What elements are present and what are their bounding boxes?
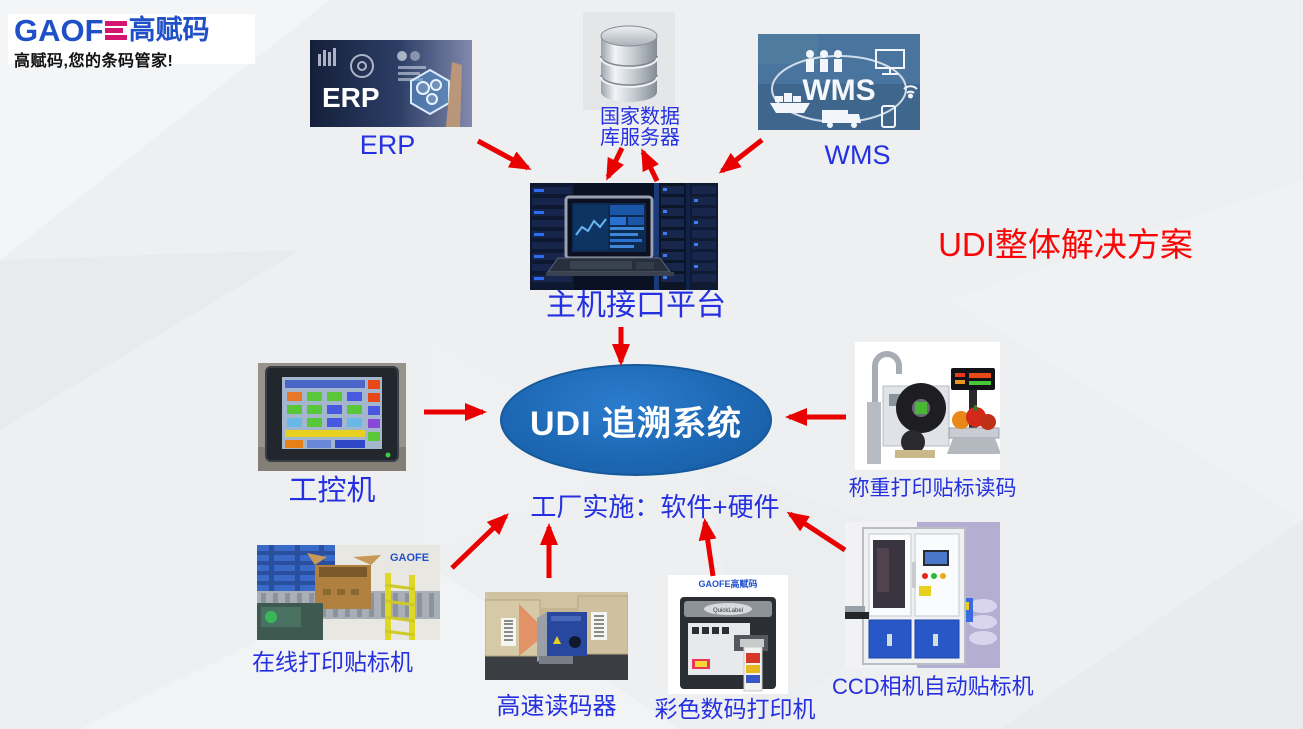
database-label: 国家数据 库服务器 <box>600 106 680 149</box>
scanner-image <box>484 592 629 685</box>
industrial-pc-image <box>258 363 406 476</box>
laser-beam <box>519 604 541 656</box>
truck-icon <box>822 110 861 128</box>
logo-bars-icon <box>104 19 127 42</box>
wms-image: WMS <box>758 34 920 135</box>
scanner-label: 高速读码器 <box>496 693 617 720</box>
kiaro-logo <box>692 659 710 669</box>
factory-subtitle: 工厂实施：软件+硬件 <box>530 492 780 522</box>
page-title: UDI整体解决方案 <box>938 226 1193 263</box>
monitor-icon <box>875 49 905 75</box>
erp-image-text: ERP <box>322 82 380 113</box>
host-server-image <box>530 183 718 295</box>
gear-icon <box>350 54 374 78</box>
printer-brand-text: QuickLabel <box>713 608 743 614</box>
barcode-label-left <box>501 618 516 646</box>
company-logo: GAOF 高赋码 高赋码,您的条码管家! <box>8 12 255 70</box>
weighing-labeler-image <box>855 342 1001 475</box>
conveyor-logo-text: GAOFE <box>390 552 429 564</box>
printer-machine <box>257 603 323 640</box>
host-label: 主机接口平台 <box>546 289 726 322</box>
erp-image: ERP <box>310 40 472 132</box>
online-labeler-label: 在线打印贴标机 <box>252 649 413 675</box>
peppers <box>952 405 996 430</box>
database-icon <box>583 12 675 115</box>
phone-icon <box>881 105 896 128</box>
logo-brand-text: GAOF <box>14 12 104 48</box>
udi-system-label: UDI 追溯系统 <box>530 404 742 443</box>
logo-brand-cn: 高赋码 <box>128 14 210 45</box>
ship-icon <box>770 93 810 113</box>
kvm-console <box>546 195 674 276</box>
side-shelf <box>845 606 869 619</box>
cardboard-box <box>307 553 381 609</box>
wms-label: WMS <box>824 140 891 170</box>
logo-tagline: 高赋码,您的条码管家! <box>14 53 174 70</box>
control-buttons <box>922 573 946 579</box>
safety-fence <box>384 573 416 640</box>
wms-image-text: WMS <box>802 74 875 107</box>
color-printer-label: 彩色数码打印机 <box>654 696 816 722</box>
ccd-labeler-image <box>845 522 1000 673</box>
machine-cabinet <box>862 527 966 665</box>
people-icon <box>806 50 842 72</box>
printer-logo-text: GAOFE高赋码 <box>698 578 757 589</box>
label-strip <box>743 646 763 692</box>
hexagon-icon <box>410 68 450 116</box>
barcode-label-right <box>591 612 607 640</box>
color-printer-image: GAOFE高赋码 QuickLabel <box>668 575 788 699</box>
erp-label: ERP <box>359 130 416 160</box>
touchscreen-buttons <box>285 380 380 448</box>
wifi-icon <box>903 85 918 99</box>
ccd-labeler-label: CCD相机自动贴标机 <box>832 674 1034 699</box>
weighing-labeler-label: 称重打印贴标读码 <box>848 477 1017 500</box>
online-labeler-image: GAOFE <box>257 545 440 645</box>
scanner-device <box>537 612 587 664</box>
industrial-pc-label: 工控机 <box>288 475 376 507</box>
udi-system-ellipse: UDI 追溯系统 <box>500 364 772 476</box>
